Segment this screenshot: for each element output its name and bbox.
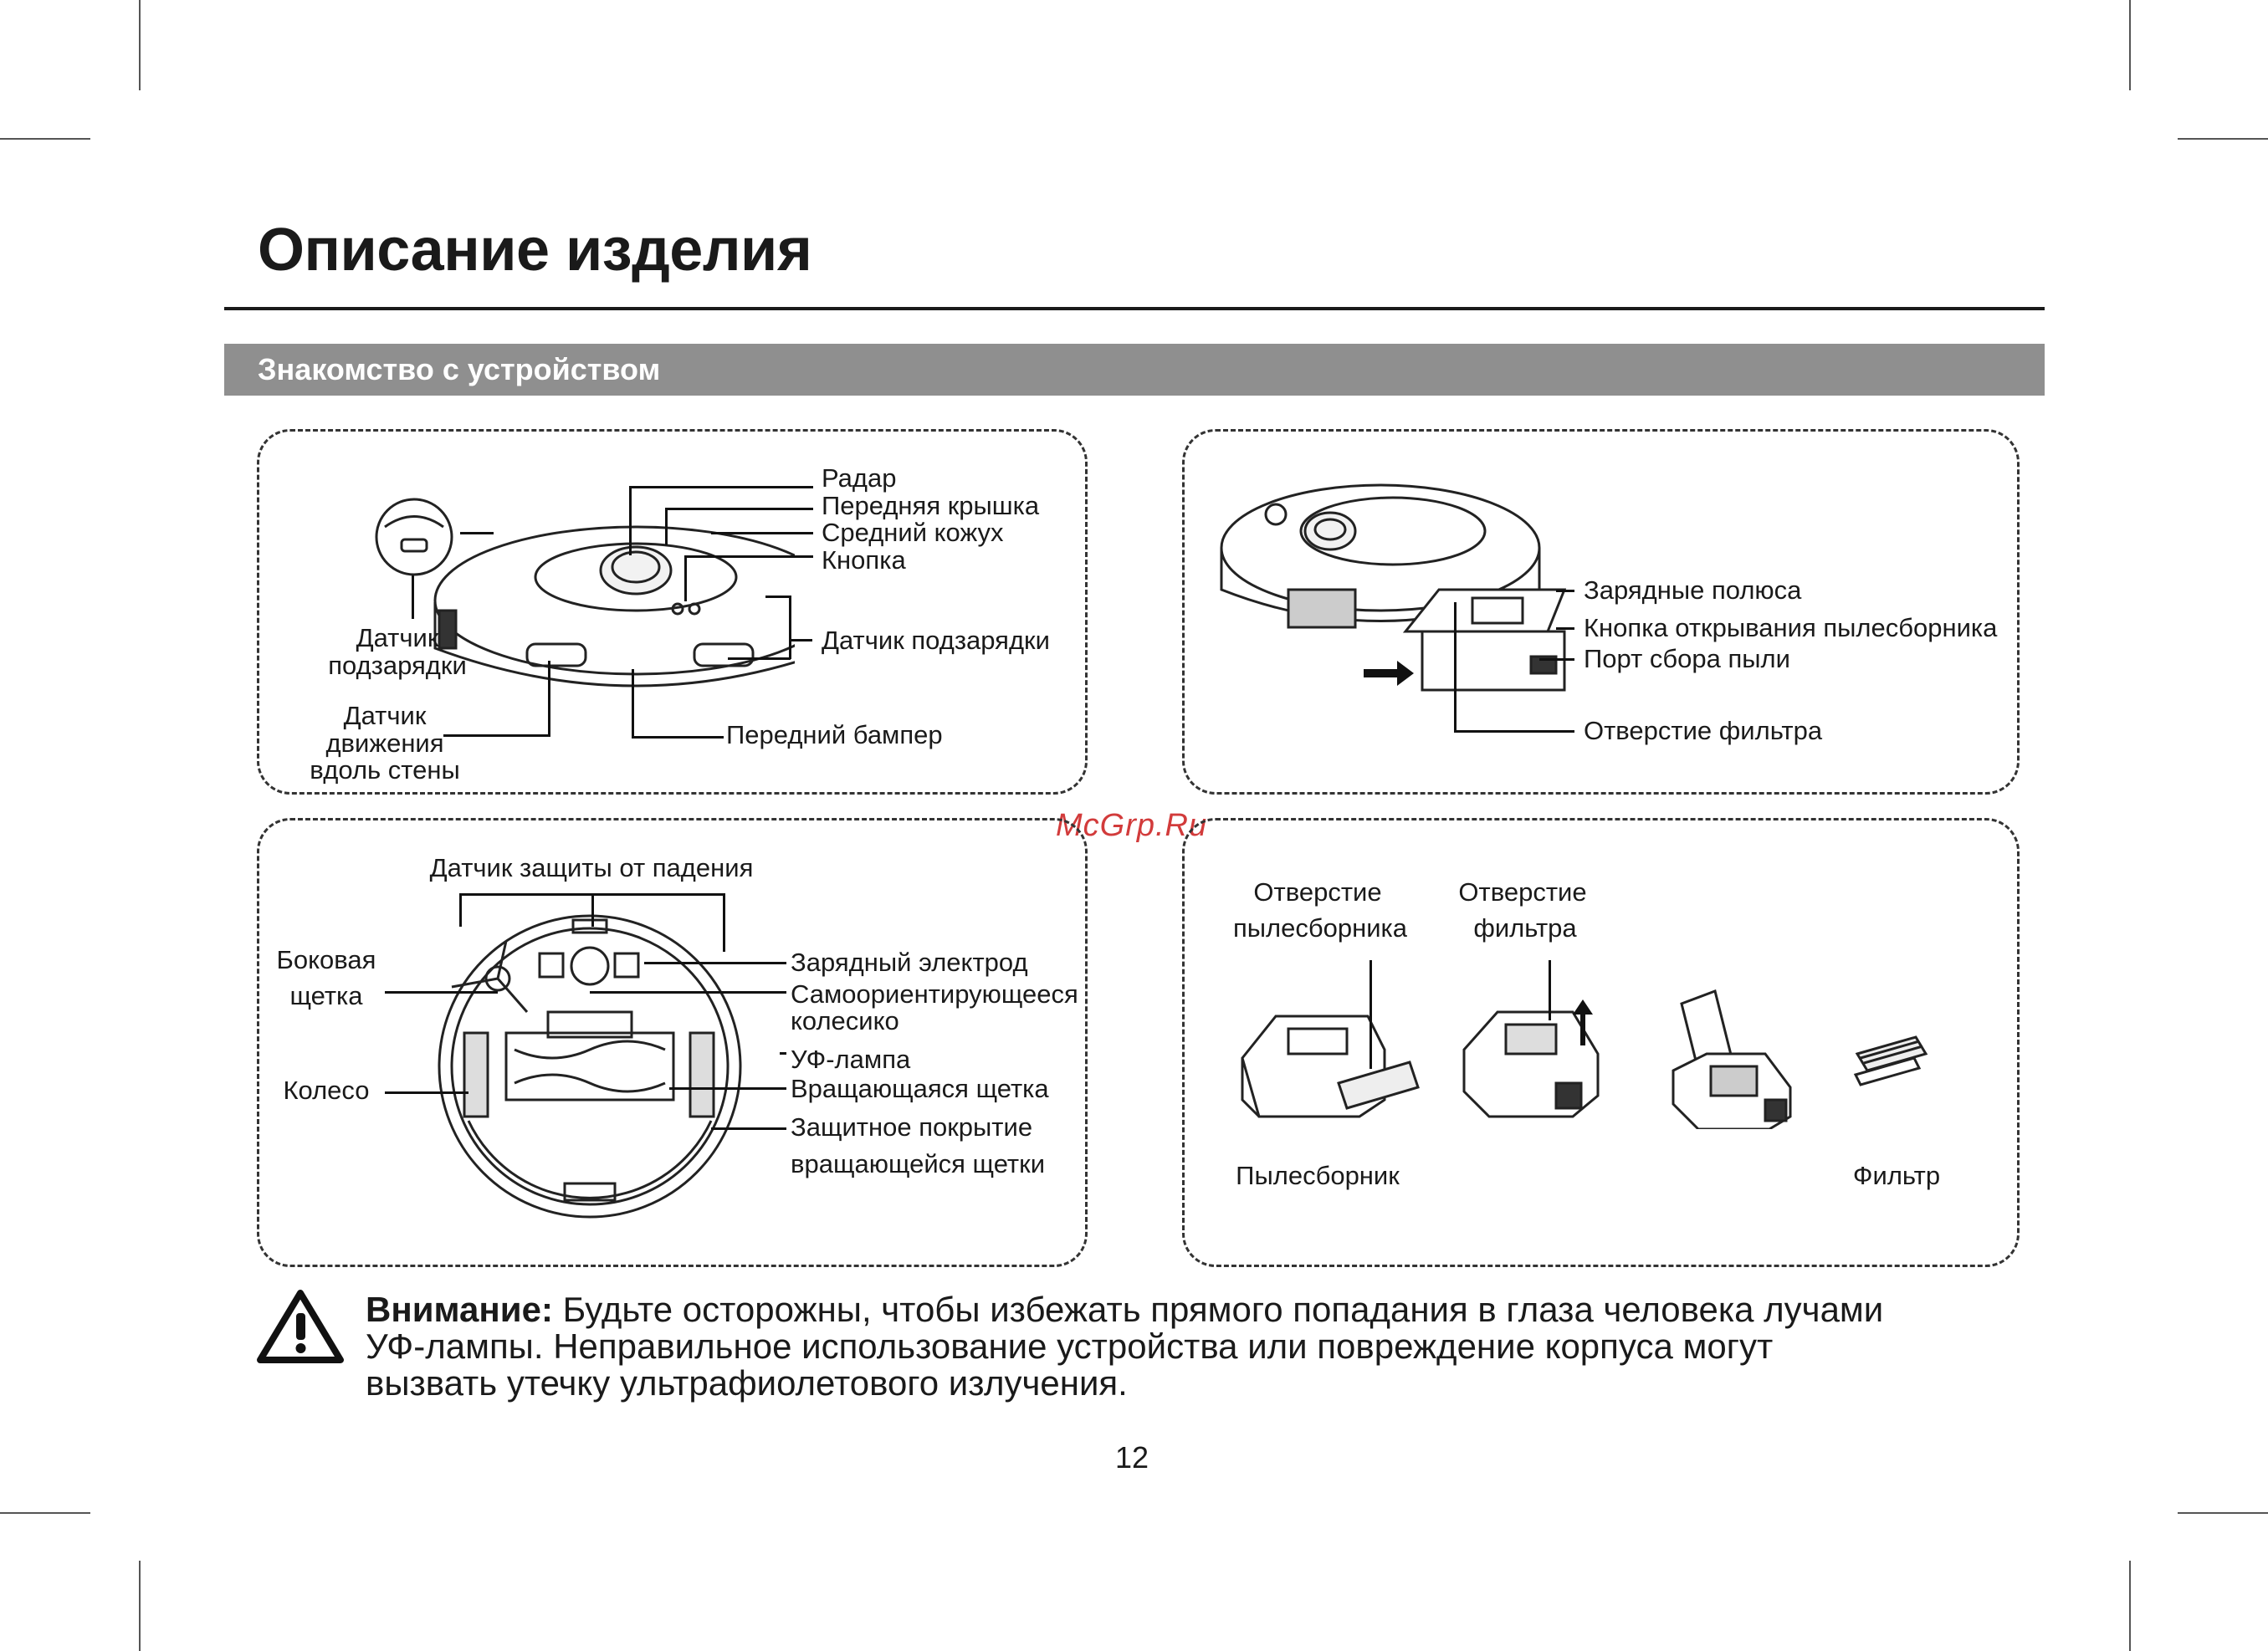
crop-mark bbox=[2129, 0, 2131, 90]
label-charge-sensor-right: Датчик подзарядки bbox=[822, 626, 1050, 655]
label-filter-opening-bin: Отверстие bbox=[1458, 877, 1587, 907]
robot-bottom-illustration bbox=[435, 912, 745, 1221]
leader-line bbox=[1454, 730, 1574, 733]
warning-line-2: УФ-лампы. Неправильное использование уст… bbox=[366, 1326, 1774, 1366]
leader-line bbox=[1556, 590, 1574, 592]
leader-line bbox=[1454, 602, 1457, 733]
crop-mark bbox=[139, 0, 141, 90]
label-filter-opening: Отверстие фильтра bbox=[1584, 716, 1823, 745]
leader-line bbox=[385, 1091, 468, 1094]
section-band: Знакомство с устройством bbox=[224, 344, 2045, 396]
label-dustbin: Пылесборник bbox=[1236, 1161, 1400, 1190]
leader-line bbox=[684, 555, 687, 601]
label-caster: колесико bbox=[791, 1006, 899, 1035]
panel-dustbin-removal bbox=[1182, 429, 2020, 795]
page-title: Описание изделия bbox=[258, 217, 812, 284]
dustbin-illustration bbox=[1238, 999, 1422, 1125]
leader-line bbox=[669, 1087, 786, 1090]
label-brush-cover: вращающейся щетки bbox=[791, 1149, 1046, 1178]
label-side-brush: Боковая bbox=[276, 945, 376, 974]
label-front-bumper: Передний бампер bbox=[726, 720, 943, 749]
label-button: Кнопка bbox=[822, 545, 906, 575]
leader-line bbox=[789, 595, 791, 659]
dustbin-filter-slot-illustration bbox=[1460, 999, 1602, 1125]
label-charge-electrode: Зарядный электрод bbox=[791, 948, 1028, 977]
label-caster: Самоориентирующееся bbox=[791, 979, 1078, 1009]
leader-line bbox=[665, 508, 668, 545]
panel-robot-bottom-view bbox=[257, 818, 1088, 1267]
label-charging-poles: Зарядные полюса bbox=[1584, 575, 1802, 605]
crop-mark bbox=[0, 1512, 90, 1514]
label-dustbin-opening: Отверстие bbox=[1253, 877, 1382, 907]
robot-dustbin-illustration bbox=[1213, 464, 1581, 715]
warning-line-3: вызвать утечку ультрафиолетового излучен… bbox=[366, 1363, 1128, 1403]
label-wall-sensor: Датчик bbox=[343, 701, 427, 730]
label-roller-brush: Вращающаяся щетка bbox=[791, 1074, 1049, 1103]
label-wall-sensor: движения bbox=[325, 728, 444, 758]
leader-line bbox=[1370, 960, 1372, 1069]
label-brush-cover: Защитное покрытие bbox=[791, 1112, 1033, 1142]
panel-robot-top-view bbox=[257, 429, 1088, 795]
leader-line bbox=[711, 532, 813, 534]
leader-line bbox=[385, 991, 498, 994]
leader-line bbox=[711, 1127, 786, 1130]
leader-line bbox=[1549, 960, 1551, 1020]
filter-illustration bbox=[1849, 1033, 1933, 1100]
warning-line-1: Внимание: Будьте осторожны, чтобы избежа… bbox=[366, 1290, 1884, 1329]
dustbin-open-lid-illustration bbox=[1669, 987, 1794, 1129]
warning-label: Внимание: bbox=[366, 1290, 553, 1329]
leader-line bbox=[665, 508, 813, 510]
leader-line bbox=[789, 639, 812, 641]
leader-line bbox=[684, 555, 813, 558]
label-filter: Фильтр bbox=[1852, 1161, 1941, 1190]
crop-mark bbox=[2129, 1561, 2131, 1651]
label-filter-opening-bin: фильтра bbox=[1473, 913, 1577, 943]
label-dust-port: Порт сбора пыли bbox=[1584, 644, 1790, 673]
crop-mark bbox=[139, 1561, 141, 1651]
warning-text: Внимание: Будьте осторожны, чтобы избежа… bbox=[366, 1291, 2039, 1402]
leader-line bbox=[632, 736, 724, 739]
label-uv-lamp: УФ-лампа bbox=[791, 1045, 911, 1074]
leader-line bbox=[629, 486, 632, 555]
leader-line bbox=[632, 669, 634, 738]
label-charge-sensor-left: Датчик bbox=[356, 623, 439, 652]
label-side-brush: щетка bbox=[289, 981, 363, 1010]
label-cliff-sensor: Датчик защиты от падения bbox=[429, 853, 754, 882]
section-title: Знакомство с устройством bbox=[258, 352, 661, 386]
leader-line bbox=[443, 734, 550, 737]
label-radar: Радар bbox=[822, 463, 897, 493]
label-middle-shell: Средний кожух bbox=[822, 518, 1004, 547]
label-dustbin-button: Кнопка открывания пылесборника bbox=[1584, 613, 1998, 642]
label-wall-sensor: вдоль стены bbox=[310, 755, 460, 785]
leader-line bbox=[723, 893, 725, 952]
leader-line bbox=[1556, 627, 1574, 630]
leader-line bbox=[1539, 658, 1574, 661]
label-dustbin-opening: пылесборника bbox=[1232, 913, 1408, 943]
crop-mark bbox=[2178, 138, 2268, 140]
leader-line bbox=[629, 486, 813, 488]
leader-line bbox=[644, 962, 786, 964]
leader-line bbox=[590, 991, 786, 994]
title-rule bbox=[224, 307, 2045, 310]
leader-line bbox=[591, 893, 594, 927]
label-charge-sensor-left: подзарядки bbox=[328, 651, 467, 680]
leader-line bbox=[460, 532, 494, 534]
leader-line bbox=[412, 575, 414, 619]
crop-mark bbox=[0, 138, 90, 140]
up-arrow-icon bbox=[1573, 999, 1593, 1045]
leader-line bbox=[459, 893, 462, 927]
leader-line bbox=[728, 657, 791, 660]
leader-line bbox=[780, 1052, 786, 1055]
label-front-cover: Передняя крышка bbox=[822, 491, 1040, 520]
leader-line bbox=[765, 595, 791, 598]
leader-line bbox=[548, 661, 550, 736]
warning-triangle-icon bbox=[257, 1288, 345, 1365]
label-wheel: Колесо bbox=[283, 1076, 370, 1105]
panel-dustbin-filter bbox=[1182, 818, 2020, 1267]
robot-top-illustration bbox=[360, 477, 795, 728]
crop-mark bbox=[2178, 1512, 2268, 1514]
page-number: 12 bbox=[1115, 1440, 1149, 1475]
